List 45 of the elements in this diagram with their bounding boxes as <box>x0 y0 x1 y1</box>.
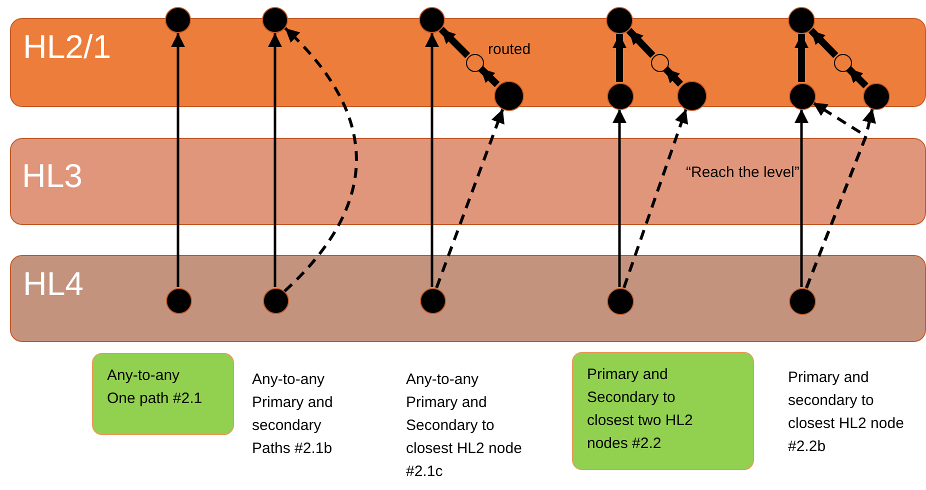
open-circle-node <box>651 54 669 72</box>
network-node <box>677 81 707 111</box>
arrow <box>626 28 656 58</box>
arrow <box>438 26 470 58</box>
annotation-text: routed <box>488 40 532 60</box>
arrow <box>284 27 358 292</box>
arrow <box>808 28 838 58</box>
network-node <box>607 288 634 315</box>
network-node <box>420 288 446 314</box>
network-node <box>262 7 288 33</box>
open-circle-node <box>466 54 484 72</box>
network-node <box>263 288 289 314</box>
arrow <box>171 33 185 287</box>
scenario-caption: Any-to-any Primary and secondary Paths #2.1b <box>252 370 334 459</box>
open-circle-node <box>834 54 852 72</box>
arrow <box>662 66 684 87</box>
scenario-label: Primary and Secondary to closest two HL2 nodes #2.2 <box>572 352 754 470</box>
annotation-text: “Reach the level” <box>686 163 800 183</box>
arrow <box>612 34 626 82</box>
scenario-label: Any-to-any One path #2.1 <box>92 353 234 435</box>
scenario-caption: Any-to-any Primary and Secondary to closest HL2 node #2.1c <box>406 370 523 482</box>
network-node <box>863 83 890 110</box>
level-name: HL3 <box>22 156 84 196</box>
level-name: HL4 <box>23 265 84 303</box>
network-node <box>166 288 192 314</box>
network-node <box>606 7 633 34</box>
network-node <box>788 7 815 34</box>
level-band <box>10 255 926 342</box>
arrow <box>268 33 282 287</box>
network-node <box>419 7 445 33</box>
level-name: HL2/1 <box>23 28 112 66</box>
network-node <box>494 81 524 111</box>
arrow <box>425 33 439 287</box>
arrow <box>846 66 868 88</box>
network-node <box>165 7 191 33</box>
network-node <box>789 288 816 315</box>
network-node <box>607 83 634 110</box>
scenario-caption: Primary and secondary to closest HL2 node #2.2b <box>788 368 905 457</box>
network-node <box>789 83 816 110</box>
arrow <box>622 108 688 288</box>
arrow <box>794 109 808 287</box>
arrow <box>794 34 808 82</box>
arrow <box>612 109 626 287</box>
arrow <box>478 66 500 88</box>
arrow <box>435 108 504 288</box>
